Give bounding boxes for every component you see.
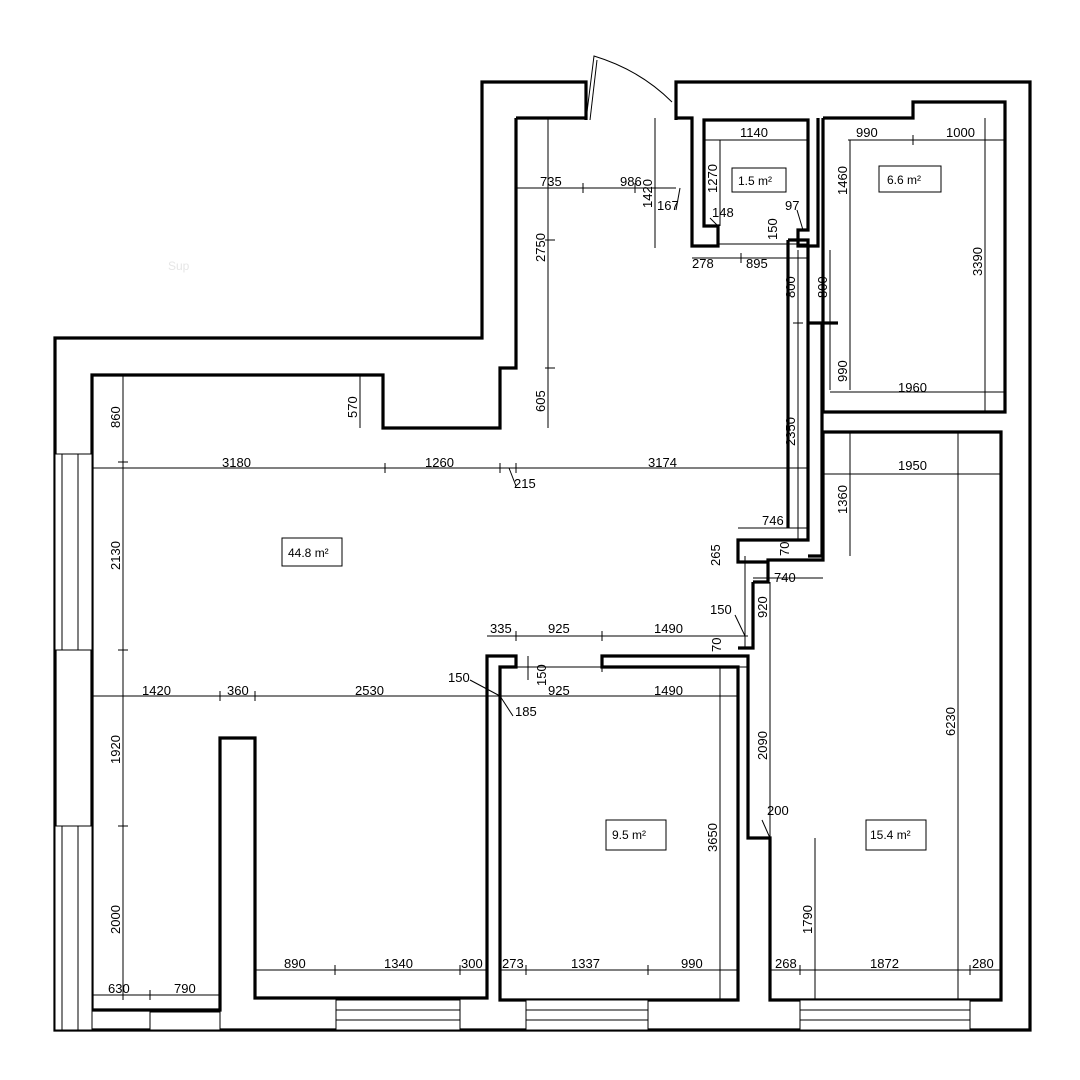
dim-1340: 1340 [384, 956, 413, 971]
dim-2350: 2350 [783, 417, 798, 446]
dim-890: 890 [284, 956, 306, 971]
dim-630: 630 [108, 981, 130, 996]
dim-1872: 1872 [870, 956, 899, 971]
area-bedroom-large: 15.4 m² [870, 828, 911, 842]
dim-1260: 1260 [425, 455, 454, 470]
dim-273: 273 [502, 956, 524, 971]
dim-2750: 2750 [533, 233, 548, 262]
dim-860: 860 [108, 406, 123, 428]
dim-925-upper: 925 [548, 621, 570, 636]
dim-70-upper: 70 [777, 542, 792, 556]
dim-1420-lower: 1420 [142, 683, 171, 698]
dim-300: 300 [461, 956, 483, 971]
dim-746: 746 [762, 513, 784, 528]
dim-800-left: 800 [783, 276, 798, 298]
dim-2130: 2130 [108, 541, 123, 570]
dim-735: 735 [540, 174, 562, 189]
dim-1000: 1000 [946, 125, 975, 140]
dim-790: 790 [174, 981, 196, 996]
dim-1790: 1790 [800, 905, 815, 934]
dim-3174: 3174 [648, 455, 677, 470]
dim-6230: 6230 [943, 707, 958, 736]
area-wc: 1.5 m² [738, 174, 772, 188]
dim-570: 570 [345, 396, 360, 418]
dim-278: 278 [692, 256, 714, 271]
dim-185: 185 [515, 704, 537, 719]
dim-605: 605 [533, 390, 548, 412]
ghost-label: Sup [168, 259, 190, 273]
dimension-ticks [118, 135, 971, 1000]
area-living: 44.8 m² [288, 546, 329, 560]
dim-925-lower: 925 [548, 683, 570, 698]
dim-70-lower: 70 [709, 638, 724, 652]
dim-1140: 1140 [740, 125, 768, 140]
dim-990-bottom: 990 [681, 956, 703, 971]
dimension-lines [92, 118, 1005, 1000]
dim-1490-lower: 1490 [654, 683, 683, 698]
area-bathroom: 6.6 m² [887, 173, 921, 187]
dim-150-door2: 150 [534, 664, 549, 686]
dim-150-wc: 150 [765, 218, 780, 240]
dim-1270: 1270 [705, 164, 720, 193]
dim-150-door: 150 [710, 602, 732, 617]
dim-200: 200 [767, 803, 789, 818]
dim-920: 920 [755, 596, 770, 618]
dim-895: 895 [746, 256, 768, 271]
area-bedroom-small: 9.5 m² [612, 828, 646, 842]
dim-3650: 3650 [705, 823, 720, 852]
dim-1920: 1920 [108, 735, 123, 764]
dim-986: 986 [620, 174, 642, 189]
dim-1950: 1950 [898, 458, 927, 473]
windows [54, 453, 971, 1031]
dim-3180: 3180 [222, 455, 251, 470]
dimension-labels: 1140 990 1000 735 986 167 148 97 278 895… [108, 125, 994, 996]
dim-990-top: 990 [856, 125, 878, 140]
dim-335: 335 [490, 621, 512, 636]
dim-2530: 2530 [355, 683, 384, 698]
dim-1490-upper: 1490 [654, 621, 683, 636]
dim-167: 167 [657, 198, 679, 213]
dim-2090: 2090 [755, 731, 770, 760]
outer-walls [53, 80, 1032, 1032]
dim-265: 265 [708, 544, 723, 566]
dim-215: 215 [514, 476, 536, 491]
dim-1960: 1960 [898, 380, 927, 395]
dim-800-right: 800 [815, 276, 830, 298]
dim-1337: 1337 [571, 956, 600, 971]
dim-1420-top: 1420 [640, 179, 655, 208]
dim-150-wall: 150 [448, 670, 470, 685]
dim-990-side: 990 [835, 360, 850, 382]
dim-740: 740 [774, 570, 796, 585]
room-area-labels: 1.5 m² 6.6 m² 44.8 m² 9.5 m² 15.4 m² [281, 165, 942, 851]
entry-door [585, 55, 673, 121]
dim-2000: 2000 [108, 905, 123, 934]
dim-3390: 3390 [970, 247, 985, 276]
dim-1360: 1360 [835, 485, 850, 514]
dim-97: 97 [785, 198, 799, 213]
dim-148: 148 [712, 205, 734, 220]
dim-360: 360 [227, 683, 249, 698]
dim-268: 268 [775, 956, 797, 971]
dim-280: 280 [972, 956, 994, 971]
dim-1460: 1460 [835, 166, 850, 195]
